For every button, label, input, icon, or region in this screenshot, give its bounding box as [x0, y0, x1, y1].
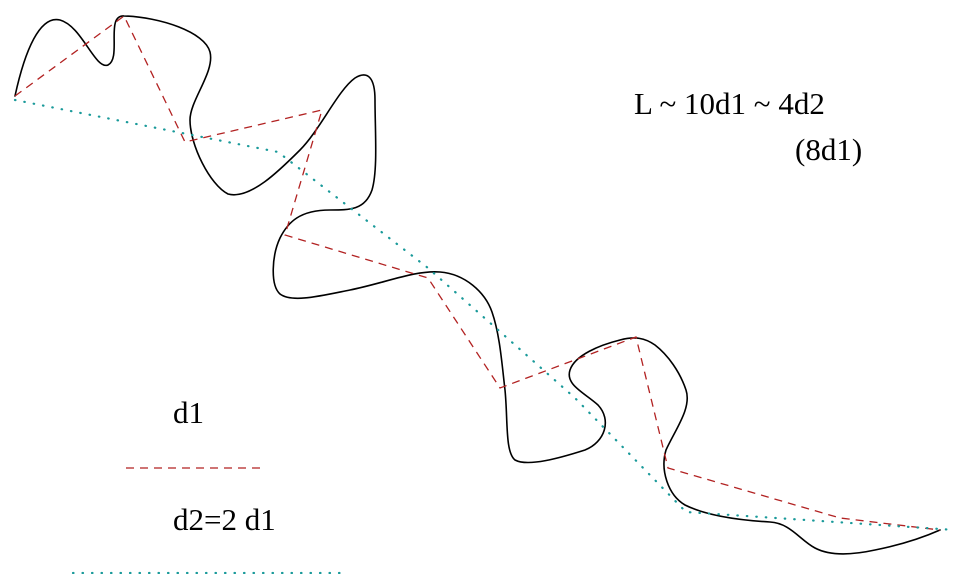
equation-label: L ~ 10d1 ~ 4d2	[634, 86, 825, 121]
d1-dashed-chords	[14, 15, 941, 531]
equation-note-label: (8d1)	[795, 132, 862, 167]
wiggly-curve	[14, 15, 941, 555]
legend-d2-label: d2=2 d1	[173, 502, 276, 537]
legend-d1-label: d1	[173, 395, 204, 430]
